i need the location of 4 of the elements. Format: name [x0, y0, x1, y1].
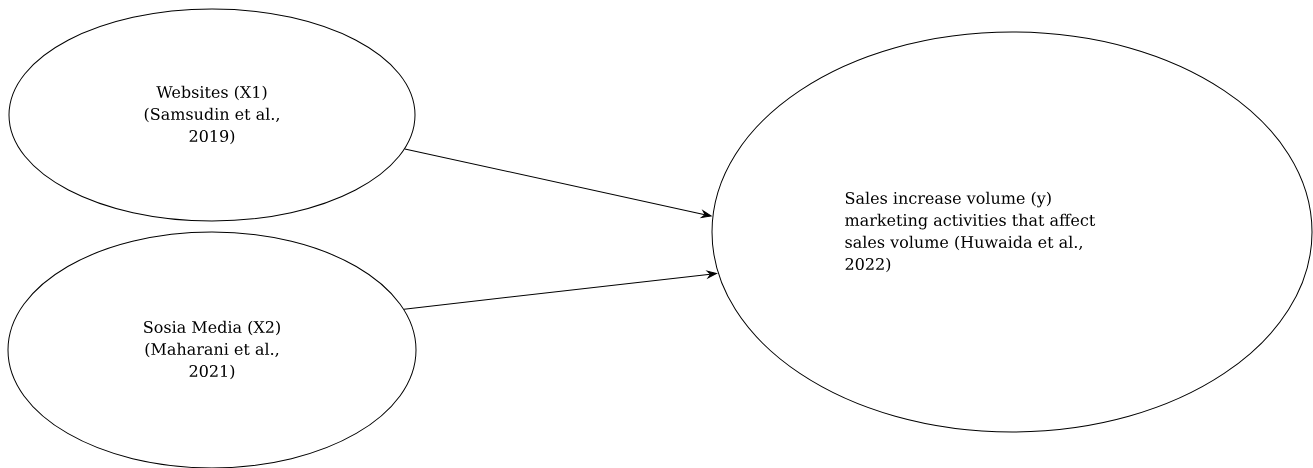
- arrow: [404, 148, 712, 218]
- arrow: [403, 270, 718, 310]
- ellipse-node: Sales increase volume (y) marketing activities that affect sales volume (Huwaida et al., 2022): [711, 31, 1313, 433]
- ellipse-node: Websites (X1) (Samsudin et al., 2019): [8, 8, 416, 222]
